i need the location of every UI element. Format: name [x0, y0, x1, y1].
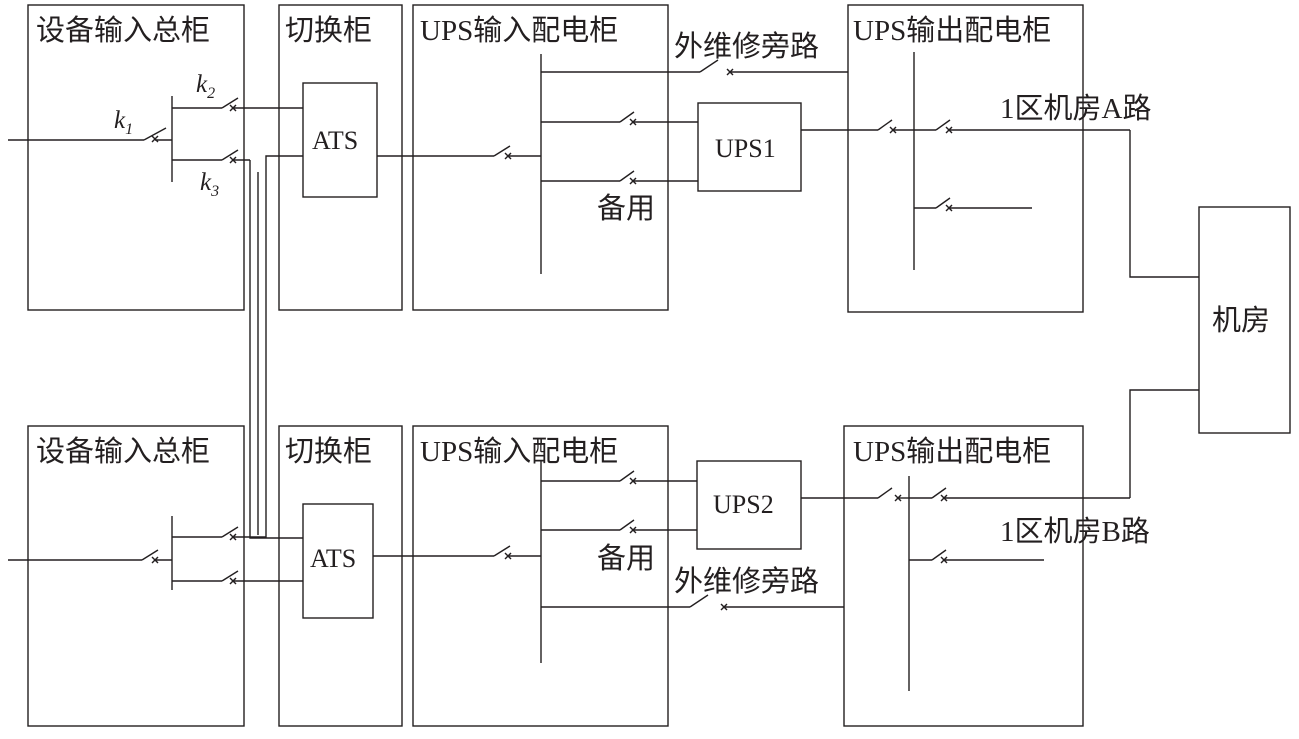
top-ups-box — [697, 102, 802, 192]
top-ups-output-breaker — [801, 119, 914, 134]
bottom-ups-input-cabinet — [412, 425, 669, 727]
bottom-ups-box — [696, 460, 802, 550]
top-breaker-k1 — [8, 127, 172, 143]
bottom-ups-output-cabinet-label: UPS输出配电柜 — [853, 435, 1051, 468]
bottom-spare-breaker — [541, 519, 697, 534]
top-feed-a-breaker — [914, 119, 1130, 134]
bottom-ats-label: ATS — [310, 544, 356, 573]
top-ups-input-cabinet — [412, 4, 669, 311]
top-k3-label: k3 — [200, 169, 219, 200]
bottom-bypass-label: 外维修旁路 — [674, 565, 819, 598]
top-main-input-cabinet-label: 设备输入总柜 — [36, 14, 210, 47]
bottom-ups-output-breaker — [801, 487, 909, 502]
top-k2-label: k2 — [196, 71, 215, 102]
top-ups-feed-breaker — [541, 111, 698, 126]
bottom-spare-label: 备用 — [597, 542, 655, 575]
top-bypass-line — [541, 59, 848, 76]
bottom-feed-label: 1区机房B路 — [1000, 515, 1150, 548]
top-ats-box — [302, 82, 378, 198]
cross-connection — [233, 155, 303, 539]
top-switch-cabinet — [278, 4, 403, 311]
top-switch-cabinet-label: 切换柜 — [285, 14, 372, 47]
bottom-switch-cabinet — [278, 425, 403, 727]
machine-room-box — [1198, 206, 1291, 434]
bottom-main-breaker — [8, 549, 172, 564]
top-ups-input-cabinet-label: UPS输入配电柜 — [420, 14, 618, 47]
bottom-bypass-line — [541, 594, 844, 611]
top-output-spare-breaker — [914, 197, 1032, 212]
top-ups-label: UPS1 — [715, 134, 776, 163]
bottom-main-input-cabinet-label: 设备输入总柜 — [36, 435, 210, 468]
top-breaker-k3 — [172, 149, 250, 164]
bottom-output-spare-breaker — [909, 549, 1044, 564]
top-spare-label: 备用 — [597, 192, 655, 225]
top-main-input-cabinet — [27, 4, 245, 311]
top-feed-to-room — [1129, 130, 1199, 278]
bottom-switch-cabinet-label: 切换柜 — [285, 435, 372, 468]
top-bypass-label: 外维修旁路 — [674, 30, 819, 63]
top-k1-label: k1 — [114, 107, 133, 138]
top-system: 设备输入总柜 切换柜 UPS输入配电柜 UPS输出配电柜 k1 k2 — [8, 4, 1199, 313]
machine-room-label: 机房 — [1212, 304, 1270, 337]
bottom-ups-label: UPS2 — [713, 490, 774, 519]
bottom-system: 设备输入总柜 切换柜 UPS输入配电柜 UPS输出配电柜 ATS — [8, 389, 1199, 727]
bottom-ups-input-cabinet-label: UPS输入配电柜 — [420, 435, 618, 468]
top-ats-label: ATS — [312, 126, 358, 155]
top-breaker-k2 — [172, 97, 303, 112]
bottom-branch-1-breaker — [172, 526, 239, 541]
bottom-ups-feed-breaker — [541, 470, 697, 485]
bottom-branch-2-breaker — [172, 570, 303, 585]
top-ups-input-breaker — [377, 145, 541, 160]
top-spare-breaker — [541, 170, 698, 185]
bottom-ups-input-breaker — [373, 545, 541, 560]
bottom-feed-to-room — [1129, 389, 1199, 498]
bottom-ats-box — [302, 503, 374, 619]
top-ups-output-cabinet — [847, 4, 1084, 313]
bottom-ups-output-cabinet — [843, 425, 1084, 727]
top-feed-label: 1区机房A路 — [1000, 92, 1151, 125]
top-ups-output-cabinet-label: UPS输出配电柜 — [853, 14, 1051, 47]
bottom-main-input-cabinet — [27, 425, 245, 727]
bottom-feed-b-breaker — [909, 487, 1130, 502]
